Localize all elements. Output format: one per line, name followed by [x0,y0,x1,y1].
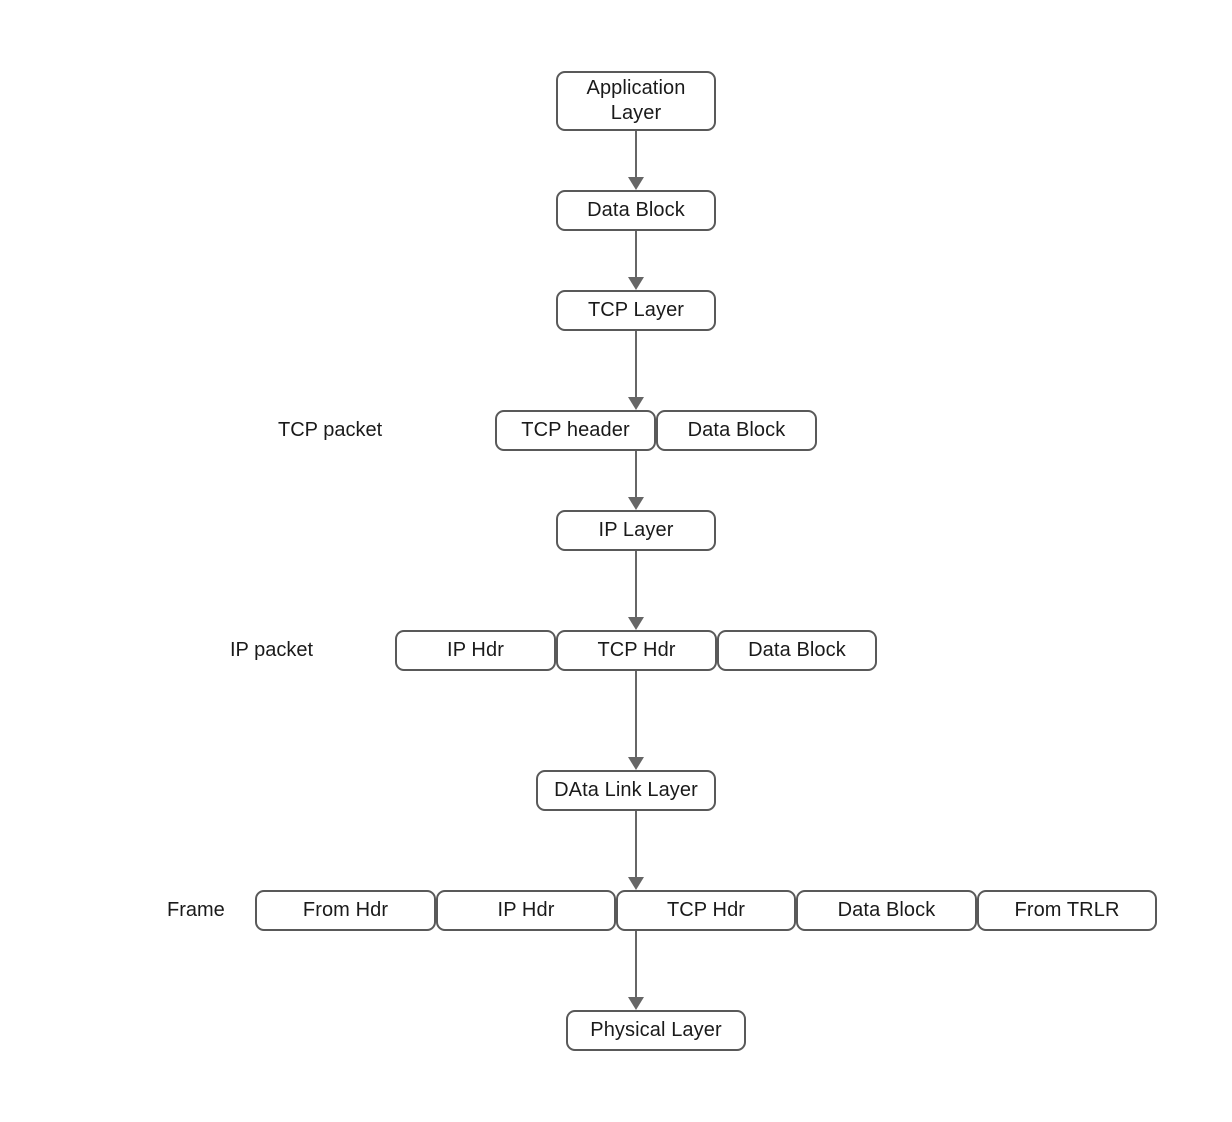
node-physical-layer[interactable]: Physical Layer [566,1010,746,1051]
arrow-line-application-to-datablock [635,131,637,177]
arrow-line-datablock-to-tcplayer [635,231,637,277]
arrow-line-ippacket-to-datalinklayer [635,671,637,757]
frame-segment-data-block[interactable]: Data Block [796,890,977,931]
frame-segment-from-trlr[interactable]: From TRLR [977,890,1157,931]
tcp-packet-segment-data-block[interactable]: Data Block [656,410,817,451]
row-label-tcp-packet: TCP packet [278,419,383,441]
row-label-ip-packet: IP packet [230,639,314,661]
node-data-link-layer[interactable]: DAta Link Layer [536,770,716,811]
arrow-head-datablock-to-tcplayer [628,277,644,290]
arrow-line-datalinklayer-to-frame [635,811,637,877]
frame-segment-tcp-hdr[interactable]: TCP Hdr [616,890,796,931]
ip-packet-segment-data-block[interactable]: Data Block [717,630,877,671]
arrow-head-application-to-datablock [628,177,644,190]
arrow-line-iplayer-to-ippacket [635,551,637,617]
frame-segment-from-hdr[interactable]: From Hdr [255,890,436,931]
frame-segment-ip-hdr[interactable]: IP Hdr [436,890,616,931]
row-label-frame: Frame [167,899,225,921]
node-application-layer[interactable]: Application Layer [556,71,716,131]
arrow-head-iplayer-to-ippacket [628,617,644,630]
ip-packet-segment-ip-hdr[interactable]: IP Hdr [395,630,556,671]
arrow-head-tcplayer-to-tcppacket [628,397,644,410]
arrow-head-datalinklayer-to-frame [628,877,644,890]
node-ip-layer[interactable]: IP Layer [556,510,716,551]
arrow-line-tcplayer-to-tcppacket [635,331,637,397]
node-data-block[interactable]: Data Block [556,190,716,231]
node-tcp-layer[interactable]: TCP Layer [556,290,716,331]
arrow-head-ippacket-to-datalinklayer [628,757,644,770]
arrow-head-tcppacket-to-iplayer [628,497,644,510]
arrow-line-frame-to-physicallayer [635,931,637,997]
arrow-head-frame-to-physicallayer [628,997,644,1010]
ip-packet-segment-tcp-hdr[interactable]: TCP Hdr [556,630,717,671]
tcp-packet-segment-tcp-header[interactable]: TCP header [495,410,656,451]
arrow-line-tcppacket-to-iplayer [635,451,637,497]
